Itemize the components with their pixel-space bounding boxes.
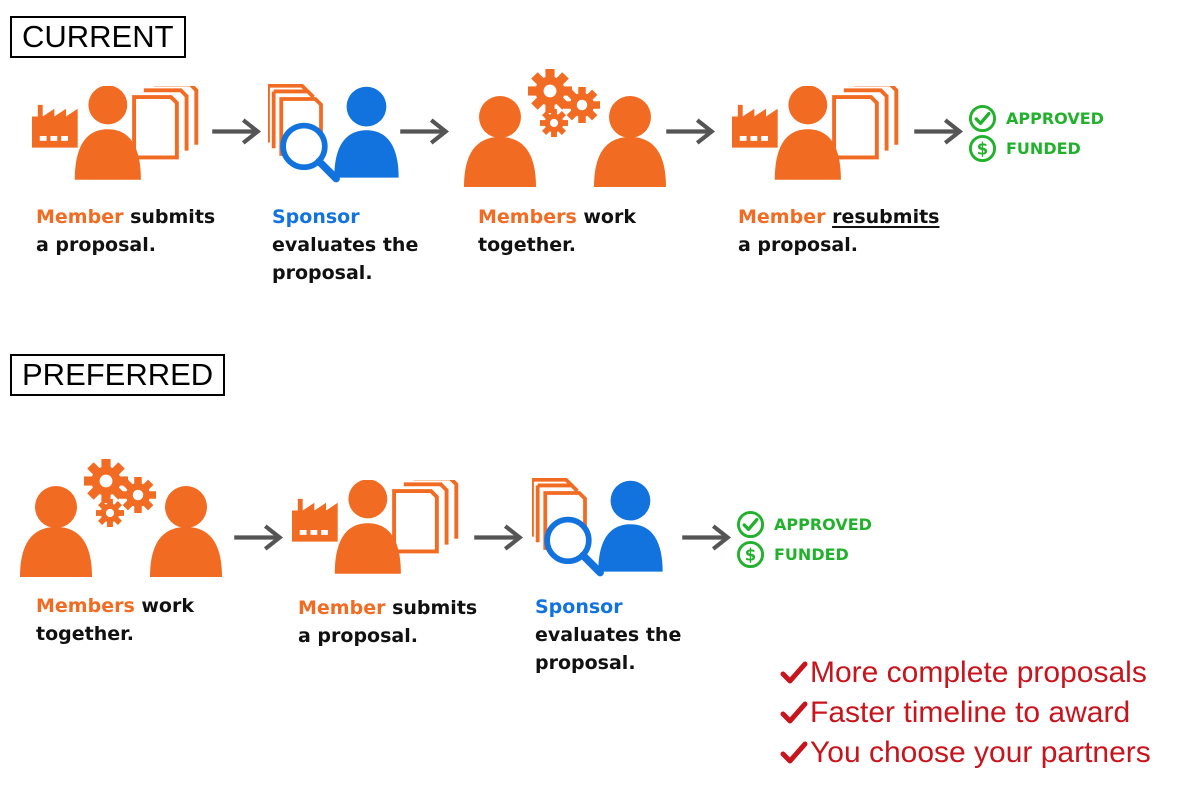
members-gears-icon bbox=[16, 458, 226, 580]
role-label: Sponsor bbox=[535, 596, 623, 618]
role-label: Member bbox=[36, 206, 124, 228]
step-caption: Sponsor evaluates the proposal. bbox=[535, 593, 681, 677]
role-label: Member bbox=[298, 597, 386, 619]
arrow-right-icon bbox=[912, 116, 964, 147]
dollar-circle-icon bbox=[968, 134, 997, 163]
approved-row: APPROVED bbox=[968, 103, 1104, 133]
outcome-preferred: APPROVED FUNDED bbox=[736, 509, 872, 569]
approved-text: APPROVED bbox=[774, 514, 872, 534]
factory-member-documents-icon bbox=[732, 86, 907, 186]
red-check-icon bbox=[780, 701, 808, 724]
arrow-right-icon bbox=[232, 522, 284, 553]
red-check-icon bbox=[780, 661, 808, 684]
step-caption: Members work together. bbox=[478, 206, 636, 256]
arrow-right-icon bbox=[664, 116, 716, 147]
benefit-item: You choose your partners bbox=[780, 733, 1151, 773]
step-caption: Member resubmits a proposal. bbox=[738, 206, 940, 256]
red-check-icon bbox=[780, 741, 808, 764]
documents-magnifier-sponsor-icon bbox=[532, 478, 674, 580]
step-caption: Member submits a proposal. bbox=[36, 206, 216, 256]
role-label: Members bbox=[36, 595, 135, 617]
benefit-item: Faster timeline to award bbox=[780, 693, 1151, 733]
check-circle-icon bbox=[968, 104, 997, 133]
arrow-right-icon bbox=[472, 522, 524, 553]
arrow-right-icon bbox=[398, 116, 450, 147]
outcome-current: APPROVED FUNDED bbox=[968, 103, 1104, 163]
section-label-preferred: PREFERRED bbox=[10, 354, 226, 396]
check-circle-icon bbox=[736, 510, 765, 539]
approved-text: APPROVED bbox=[1006, 108, 1104, 128]
role-label: Member bbox=[738, 206, 826, 228]
factory-member-documents-icon bbox=[32, 86, 207, 186]
arrow-right-icon bbox=[680, 522, 732, 553]
benefit-item: More complete proposals bbox=[780, 653, 1151, 693]
benefits-list: More complete proposals Faster timeline … bbox=[780, 653, 1151, 773]
step-caption: Sponsor evaluates the proposal. bbox=[272, 203, 418, 287]
funded-row: FUNDED bbox=[736, 539, 872, 569]
funded-row: FUNDED bbox=[968, 133, 1104, 163]
approved-row: APPROVED bbox=[736, 509, 872, 539]
factory-member-documents-icon bbox=[292, 480, 467, 580]
members-gears-icon bbox=[460, 68, 670, 190]
section-label-current: CURRENT bbox=[10, 16, 186, 58]
step-caption: Members work together. bbox=[36, 595, 194, 645]
role-label: Sponsor bbox=[272, 206, 360, 228]
resubmits-text: resubmits bbox=[832, 206, 940, 228]
funded-text: FUNDED bbox=[774, 544, 849, 564]
step-caption: Member submits a proposal. bbox=[298, 597, 478, 647]
arrow-right-icon bbox=[210, 116, 262, 147]
dollar-circle-icon bbox=[736, 540, 765, 569]
role-label: Members bbox=[478, 206, 577, 228]
documents-magnifier-sponsor-icon bbox=[268, 84, 410, 186]
funded-text: FUNDED bbox=[1006, 138, 1081, 158]
